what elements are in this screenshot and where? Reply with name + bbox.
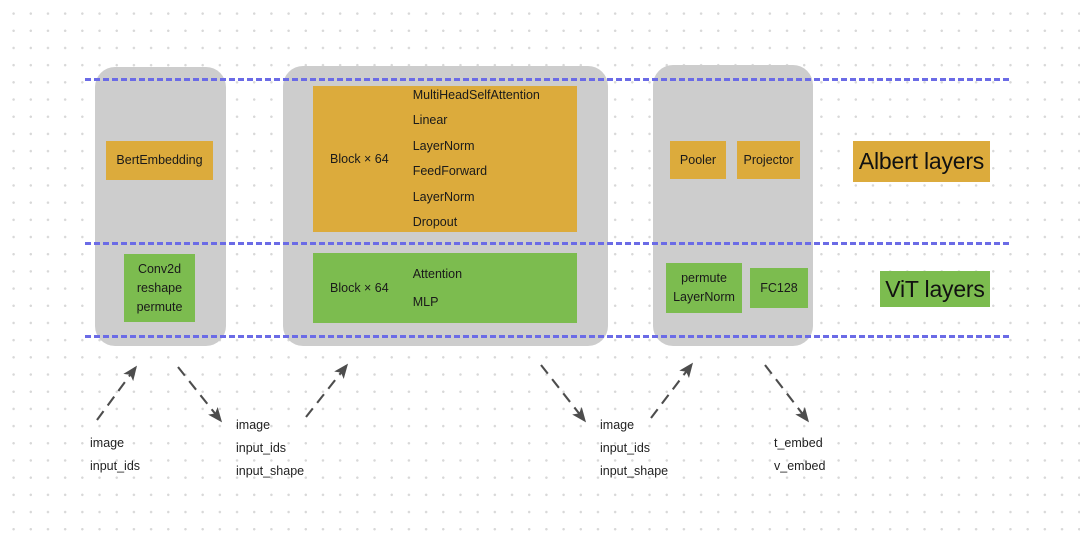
module-fc128[interactable]: FC128 xyxy=(750,268,808,308)
module-bert-embedding-label: BertEmbedding xyxy=(116,153,203,167)
divider-bottom xyxy=(85,335,1009,338)
legend-albert-layers-label: Albert layers xyxy=(858,148,985,174)
arrow-head-out xyxy=(764,364,810,423)
block-vit-encoder[interactable]: Block × 64 Attention MLP xyxy=(313,253,577,323)
block-vit-layer: MLP xyxy=(412,295,439,309)
annotation-outputs: t_embed v_embed xyxy=(774,436,826,473)
block-albert-layer: MultiHeadSelfAttention xyxy=(412,87,540,102)
divider-top xyxy=(85,78,1009,81)
arrow-embedding-in xyxy=(96,365,137,421)
arrow-head-in xyxy=(650,362,694,419)
module-pooler-label: Pooler xyxy=(679,152,717,167)
module-vit-patch-embedding[interactable]: Conv2d reshape permute xyxy=(124,254,195,322)
module-projector[interactable]: Projector xyxy=(737,141,800,179)
arrow-encoder-out xyxy=(540,364,587,423)
divider-middle xyxy=(85,242,1009,245)
module-bert-embedding[interactable]: BertEmbedding xyxy=(106,141,213,180)
annotation-encoder-inputs: image input_ids input_shape xyxy=(236,418,305,478)
arrow-embedding-out xyxy=(177,366,223,423)
block-albert-layer: FeedForward xyxy=(412,164,488,178)
module-permute-layernorm[interactable]: permute LayerNorm xyxy=(666,263,742,313)
legend-vit-layers-label: ViT layers xyxy=(885,275,985,302)
block-albert-layer: Linear xyxy=(412,113,448,127)
block-albert-layer: LayerNorm xyxy=(412,189,475,204)
module-fc128-label: FC128 xyxy=(760,280,798,295)
block-vit-layer-list: Attention MLP xyxy=(389,260,577,316)
legend-albert-layers: Albert layers xyxy=(853,141,990,182)
legend-vit-layers: ViT layers xyxy=(880,271,990,307)
module-pooler[interactable]: Pooler xyxy=(670,141,726,179)
block-albert-layer: Dropout xyxy=(412,215,458,229)
block-albert-layer: LayerNorm xyxy=(412,138,475,153)
module-permute-layernorm-label: permute LayerNorm xyxy=(673,271,735,304)
arrow-encoder-in xyxy=(305,363,349,418)
module-vit-patch-embedding-label: Conv2d reshape permute xyxy=(136,261,183,314)
block-vit-repeat-label: Block × 64 xyxy=(330,280,389,295)
module-projector-label: Projector xyxy=(743,152,794,167)
block-albert-layer-list: MultiHeadSelfAttention Linear LayerNorm … xyxy=(389,83,577,236)
annotation-embedding-inputs: image input_ids xyxy=(90,436,141,473)
block-albert-repeat-label: Block × 64 xyxy=(330,151,389,166)
block-albert-encoder[interactable]: Block × 64 MultiHeadSelfAttention Linear… xyxy=(313,86,577,232)
annotation-head-inputs: image input_ids input_shape xyxy=(600,418,669,478)
block-vit-layer: Attention xyxy=(412,267,463,281)
